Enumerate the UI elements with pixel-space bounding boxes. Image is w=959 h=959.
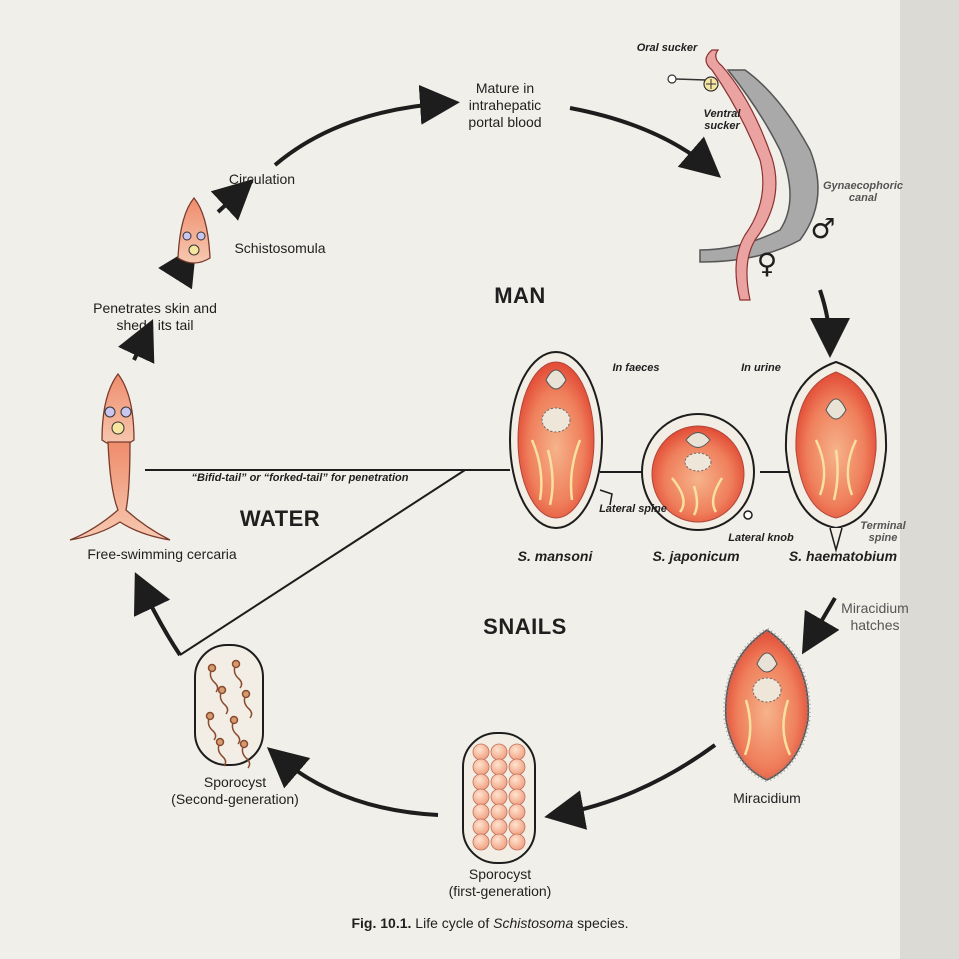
page-shadow xyxy=(900,0,959,959)
zone-water: WATER xyxy=(225,510,335,527)
label-sporocyst-second: Sporocyst(Second-generation) xyxy=(150,774,320,808)
label-bifid-tail: “Bifid-tail” or “forked-tail” for penetr… xyxy=(150,472,450,484)
zone-man: MAN xyxy=(470,287,570,304)
adult-worms-illustration xyxy=(668,50,818,300)
species-s-mansoni: S. mansoni xyxy=(500,548,610,565)
label-lateral-knob: Lateral knob xyxy=(716,532,806,544)
sporocyst-second-illustration xyxy=(195,645,263,768)
sporocyst-first-illustration xyxy=(463,733,535,863)
label-circulation: Circulation xyxy=(212,171,312,188)
species-s-haematobium: S. haematobium xyxy=(768,548,918,565)
male-symbol: ♂ xyxy=(808,220,838,237)
schistosomula-illustration xyxy=(178,198,210,263)
label-oral-sucker: Oral sucker xyxy=(622,42,712,54)
label-lateral-spine: Lateral spine xyxy=(588,503,678,515)
label-cercaria: Free-swimming cercaria xyxy=(52,546,272,563)
label-sporocyst-first: Sporocyst(first-generation) xyxy=(420,866,580,900)
label-schistosomula: Schistosomula xyxy=(220,240,340,257)
egg-s-mansoni xyxy=(510,352,612,528)
figure-caption: Fig. 10.1. Life cycle of Schistosoma spe… xyxy=(280,915,700,932)
species-s-japonicum: S. japonicum xyxy=(636,548,756,565)
zone-snails: SNAILS xyxy=(465,618,585,635)
cercaria-illustration xyxy=(70,374,170,540)
label-in-faeces: In faeces xyxy=(596,362,676,374)
label-in-urine: In urine xyxy=(726,362,796,374)
label-miracidium: Miracidium xyxy=(712,790,822,807)
female-symbol: ♀ xyxy=(752,255,782,272)
miracidium-illustration xyxy=(726,630,809,780)
